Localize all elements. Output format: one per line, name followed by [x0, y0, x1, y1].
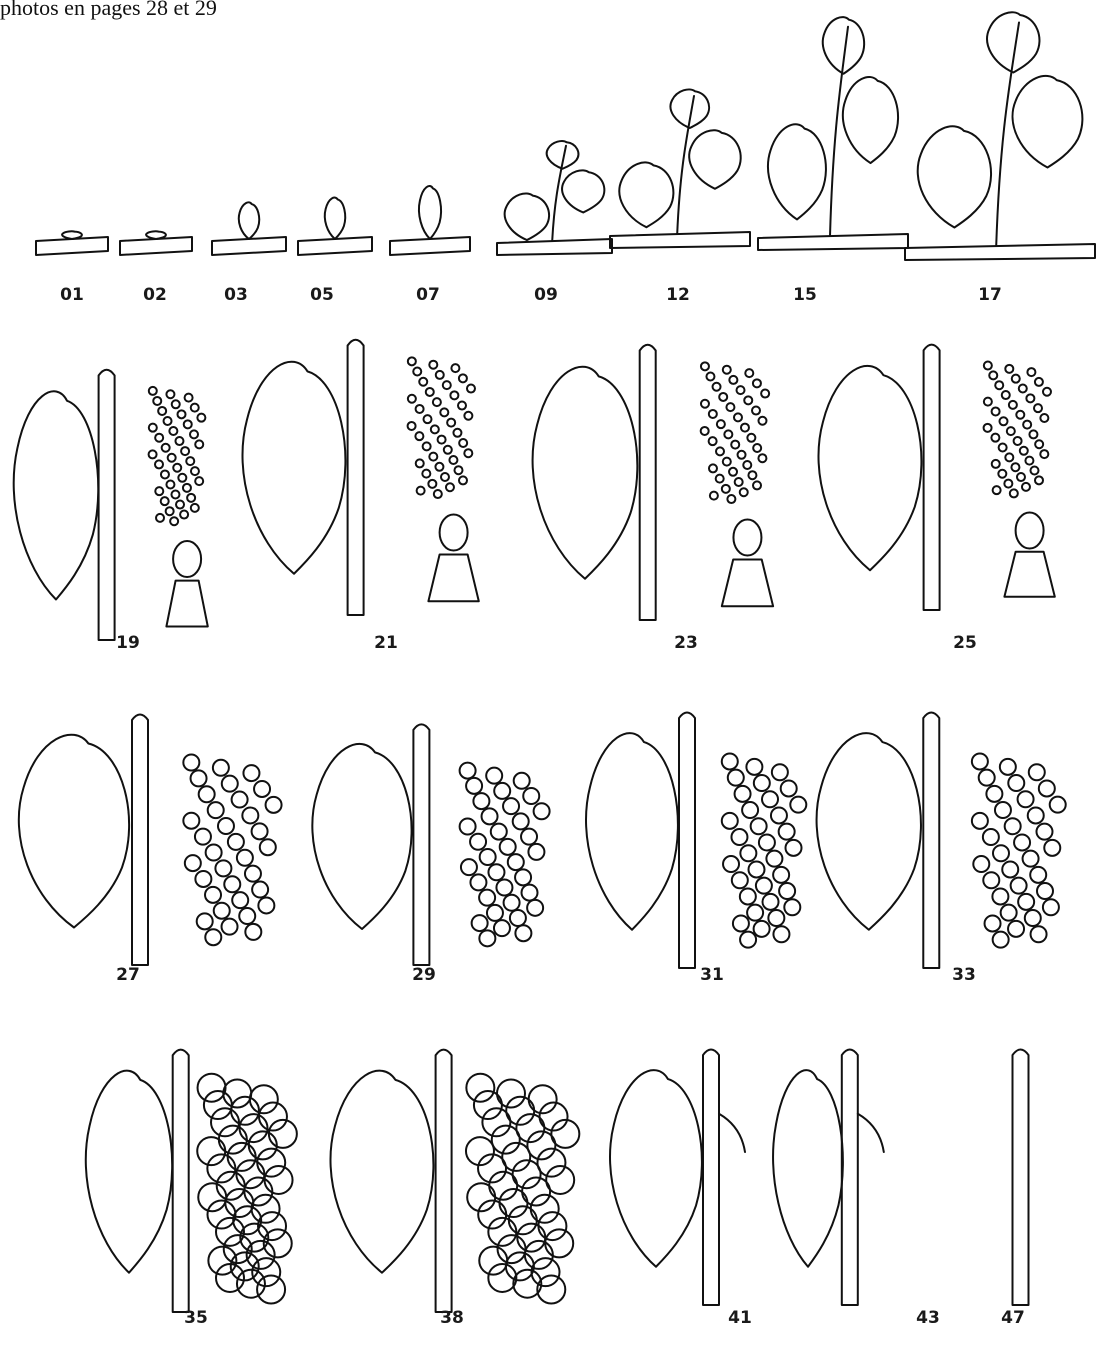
small-berries-icon [312, 724, 549, 965]
stage-label-17: 17 [978, 285, 1002, 305]
harvest-maturity-icon [330, 1050, 579, 1312]
stage-label-31: 31 [700, 965, 724, 985]
stage-label-07: 07 [416, 285, 440, 305]
first-leaf-icon [390, 186, 470, 255]
stage-label-23: 23 [674, 633, 698, 653]
stage-label-15: 15 [793, 285, 817, 305]
stage-label-38: 38 [440, 1308, 464, 1328]
full-flowering-icon [533, 345, 774, 620]
after-harvest-icon [610, 1050, 745, 1305]
stage-label-33: 33 [952, 965, 976, 985]
inflorescence-visible-icon [905, 12, 1095, 260]
bud-burst-icon [298, 198, 372, 255]
bud-dormant-icon [36, 231, 108, 255]
pea-size-berries-icon [586, 713, 806, 968]
stage-label-35: 35 [184, 1308, 208, 1328]
plate-drawings [14, 12, 1095, 1312]
flower-buttons-icon [14, 370, 208, 640]
stage-label-27: 27 [116, 965, 140, 985]
leaves-unfolded-icon [497, 141, 612, 255]
bud-green-tip-icon [212, 202, 286, 255]
stage-label-19: 19 [116, 633, 140, 653]
fruit-set-icon [19, 715, 282, 966]
stage-label-29: 29 [412, 965, 436, 985]
stage-label-01: 01 [60, 285, 84, 305]
stage-label-21: 21 [374, 633, 398, 653]
stage-label-25: 25 [953, 633, 977, 653]
veraison-icon [86, 1050, 297, 1312]
stage-label-03: 03 [224, 285, 248, 305]
bud-cotton-icon [120, 231, 192, 255]
flowering-end-icon [818, 345, 1054, 610]
bunch-closure-icon [817, 713, 1066, 968]
leaf-fall-end-icon [1013, 1050, 1029, 1305]
flowering-start-icon [242, 340, 478, 615]
stage-label-43: 43 [916, 1308, 940, 1328]
shoot-elongation-icon [758, 17, 908, 250]
stage-label-41: 41 [728, 1308, 752, 1328]
stage-label-02: 02 [143, 285, 167, 305]
stage-label-05: 05 [310, 285, 334, 305]
shoot-leaves-icon [610, 89, 750, 248]
stage-label-09: 09 [534, 285, 558, 305]
leaf-fall-start-icon [773, 1050, 884, 1305]
stage-label-47: 47 [1001, 1308, 1025, 1328]
stage-labels: 01 02 03 05 07 09 12 15 17 19 21 23 25 27 29 31 33 35 38 41… [60, 285, 1025, 1328]
stage-label-12: 12 [666, 285, 690, 305]
